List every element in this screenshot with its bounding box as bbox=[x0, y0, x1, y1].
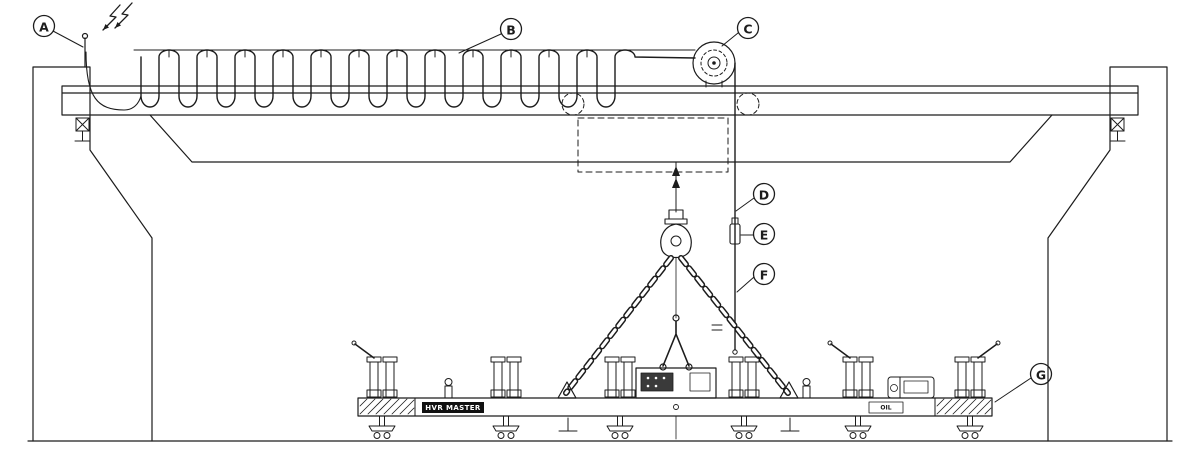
label-D-letter: D bbox=[759, 188, 769, 203]
post-group-5 bbox=[827, 340, 874, 399]
label-B-letter: B bbox=[506, 23, 516, 38]
label-A: A bbox=[32, 14, 84, 48]
label-G-letter: G bbox=[1036, 368, 1046, 383]
post-group-1 bbox=[351, 340, 398, 399]
label-B: B bbox=[458, 17, 523, 54]
label-E: E bbox=[740, 222, 776, 246]
post-group-2 bbox=[490, 356, 522, 399]
lever-handle bbox=[830, 343, 851, 359]
label-D: D bbox=[735, 182, 776, 212]
arrow-up-icon bbox=[672, 166, 680, 176]
aux-plate-text: OIL bbox=[880, 405, 891, 412]
left-bearing-jack bbox=[74, 117, 91, 142]
suspension-wishbone bbox=[659, 257, 693, 371]
right-bearing-jack bbox=[1109, 117, 1126, 142]
label-A-letter: A bbox=[39, 20, 49, 35]
brand-plate: HVR MASTER bbox=[422, 402, 484, 413]
bridge-girder bbox=[61, 85, 1139, 163]
label-C: C bbox=[721, 16, 760, 47]
radio-antenna bbox=[81, 32, 142, 111]
chain-sling-right bbox=[678, 255, 799, 399]
cable-connector bbox=[729, 217, 741, 245]
foot bbox=[730, 415, 758, 439]
right-pier bbox=[1047, 66, 1168, 442]
cable-reel bbox=[692, 41, 736, 88]
hoist-trolley-outline bbox=[561, 92, 760, 173]
aux-plate: OIL bbox=[868, 401, 904, 414]
hoist-rope bbox=[672, 161, 680, 213]
label-F: F bbox=[736, 262, 776, 293]
label-C-letter: C bbox=[743, 22, 752, 37]
callout-labels: A B C D E F G bbox=[32, 14, 1053, 403]
pump-unit bbox=[887, 376, 935, 399]
label-F-letter: F bbox=[760, 268, 769, 283]
lever-handle bbox=[977, 343, 998, 359]
foot bbox=[368, 415, 396, 439]
drop-cable bbox=[711, 62, 741, 355]
suction-post-groups bbox=[351, 340, 1001, 399]
label-G: G bbox=[994, 362, 1053, 403]
festoon-cable bbox=[140, 49, 696, 108]
lightning-bolt-icon bbox=[102, 2, 133, 31]
left-pier bbox=[32, 66, 153, 442]
eye-bolt-right bbox=[802, 378, 811, 399]
foot bbox=[956, 415, 984, 439]
post-group-4 bbox=[728, 356, 760, 399]
foot bbox=[844, 415, 872, 439]
ground-stands bbox=[558, 415, 800, 440]
lifting-beam: HVR MASTER OIL bbox=[357, 397, 993, 417]
brand-plate-text: HVR MASTER bbox=[425, 404, 481, 412]
control-box bbox=[635, 367, 717, 399]
label-E-letter: E bbox=[760, 228, 769, 243]
suction-feet bbox=[368, 415, 984, 439]
arrow-up-icon bbox=[672, 178, 680, 188]
post-group-3 bbox=[604, 356, 636, 399]
foot bbox=[492, 415, 520, 439]
post-group-6 bbox=[954, 340, 1001, 399]
lever-handle bbox=[354, 343, 375, 359]
eye-bolt-left bbox=[444, 378, 453, 399]
festoon-rail bbox=[133, 49, 696, 58]
foot bbox=[606, 415, 634, 439]
crane-hook bbox=[660, 209, 692, 259]
